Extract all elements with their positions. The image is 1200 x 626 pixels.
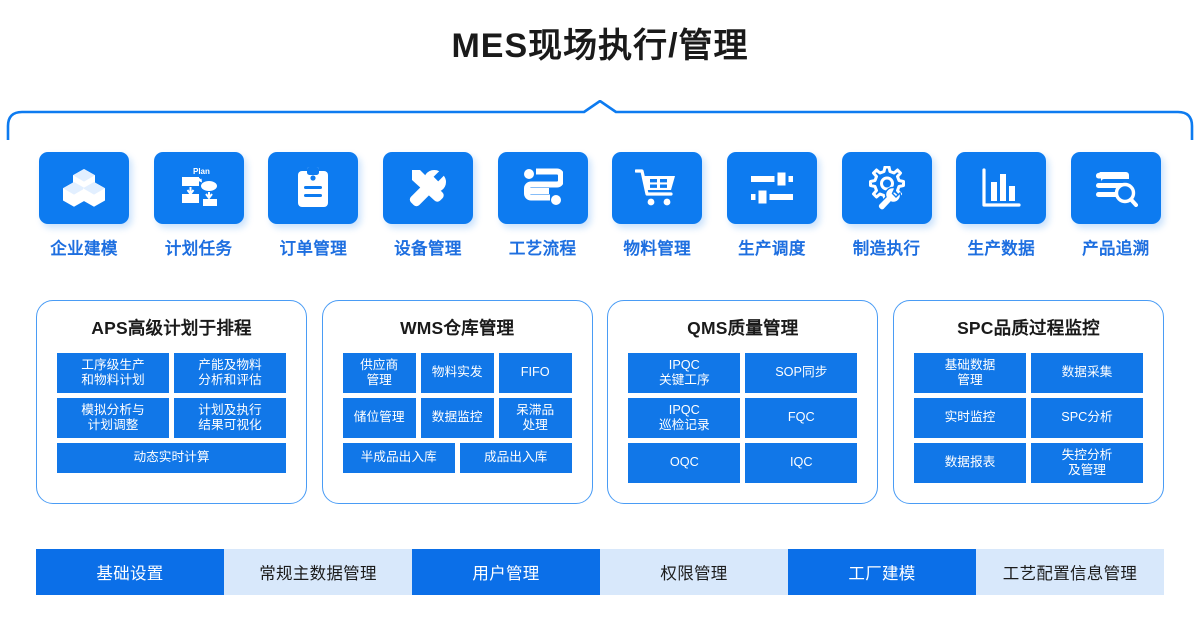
module-label: 制造执行 <box>852 240 921 258</box>
foundation-item-quanxianguanli[interactable]: 权限管理 <box>600 549 788 595</box>
panel-cell[interactable]: 计划及执行 结果可视化 <box>174 398 286 438</box>
module-icon-row: 企业建模 Plan 计划任 <box>36 152 1164 262</box>
module-tile[interactable] <box>268 152 359 224</box>
shopping-cart-icon <box>635 168 679 208</box>
panel-cell[interactable]: 物料实发 <box>420 353 494 393</box>
panel-cell[interactable]: 产能及物料 分析和评估 <box>174 353 286 393</box>
panel-cell[interactable]: SPC分析 <box>1030 398 1143 438</box>
panel-cell[interactable]: 工序级生产 和物料计划 <box>57 353 169 393</box>
panel-cell[interactable]: 数据报表 <box>913 443 1026 483</box>
gear-wrench-icon <box>865 166 909 210</box>
panel-cell[interactable]: 供应商 管理 <box>342 353 416 393</box>
panel-cell[interactable]: FIFO <box>498 353 572 393</box>
svg-text:Plan: Plan <box>193 167 210 176</box>
module-item-chanpinzhuisu[interactable]: 产品追溯 <box>1068 152 1164 262</box>
panel-cell[interactable]: 半成品出入库 <box>342 443 455 473</box>
foundation-item-gongchangjianmo[interactable]: 工厂建模 <box>788 549 976 595</box>
module-tile[interactable] <box>726 152 817 224</box>
module-tile[interactable] <box>612 152 703 224</box>
panel-title: QMS质量管理 <box>687 318 799 338</box>
process-flow-icon <box>523 168 563 208</box>
panel-aps: APS高级计划于排程 工序级生产 和物料计划 产能及物料 分析和评估 模拟分析与… <box>36 300 307 504</box>
panel-title: SPC品质过程监控 <box>957 318 1100 338</box>
panel-cell[interactable]: 基础数据 管理 <box>913 353 1026 393</box>
panel-cell[interactable]: 实时监控 <box>913 398 1026 438</box>
module-label: 生产数据 <box>967 240 1036 258</box>
subsystem-panels: APS高级计划于排程 工序级生产 和物料计划 产能及物料 分析和评估 模拟分析与… <box>36 300 1164 504</box>
foundation-item-jichushezhi[interactable]: 基础设置 <box>36 549 224 595</box>
wrench-screwdriver-icon <box>407 167 449 209</box>
module-item-dingdanguanli[interactable]: 订单管理 <box>265 152 361 262</box>
panel-title: APS高级计划于排程 <box>91 318 252 338</box>
panel-cell[interactable]: OQC <box>628 443 741 483</box>
module-label: 产品追溯 <box>1082 240 1150 258</box>
panel-cell[interactable]: 数据采集 <box>1030 353 1143 393</box>
module-label: 生产调度 <box>738 240 806 258</box>
module-tile[interactable] <box>1070 152 1161 224</box>
panel-cell-grid: 供应商 管理 物料实发 FIFO 储位管理 数据监控 呆滞品 处理 半成品出入库… <box>342 353 572 473</box>
bar-chart-icon <box>981 168 1021 208</box>
panel-cell[interactable]: 成品出入库 <box>459 443 572 473</box>
foundation-bar: 基础设置 常规主数据管理 用户管理 权限管理 工厂建模 工艺配置信息管理 <box>36 549 1164 595</box>
module-tile[interactable] <box>497 152 588 224</box>
panel-spc: SPC品质过程监控 基础数据 管理 数据采集 实时监控 SPC分析 数据报表 失… <box>892 300 1164 504</box>
panel-cell[interactable]: 储位管理 <box>342 398 416 438</box>
bracket-shape <box>6 99 1194 142</box>
plan-flowchart-icon: Plan <box>176 166 222 210</box>
module-label: 订单管理 <box>279 240 348 258</box>
module-label: 设备管理 <box>394 240 462 258</box>
panel-cell[interactable]: 数据监控 <box>420 398 494 438</box>
panel-title: WMS仓库管理 <box>400 318 515 338</box>
foundation-item-yonghuguanli[interactable]: 用户管理 <box>412 549 600 595</box>
module-tile[interactable] <box>382 152 473 224</box>
panel-cell-grid: 工序级生产 和物料计划 产能及物料 分析和评估 模拟分析与 计划调整 计划及执行… <box>57 353 286 473</box>
foundation-item-gongyipeizhi[interactable]: 工艺配置信息管理 <box>976 549 1164 595</box>
module-item-shengchandiaodu[interactable]: 生产调度 <box>724 152 820 262</box>
panel-cell[interactable]: 动态实时计算 <box>57 443 286 473</box>
bracket-connector <box>6 99 1194 142</box>
module-label: 物料管理 <box>623 240 692 258</box>
module-item-shengchanshuju[interactable]: 生产数据 <box>953 152 1049 262</box>
panel-cell-grid: 基础数据 管理 数据采集 实时监控 SPC分析 数据报表 失控分析 及管理 <box>913 353 1143 483</box>
panel-cell[interactable]: FQC <box>745 398 858 438</box>
cubes-3d-icon <box>62 167 106 209</box>
module-label: 企业建模 <box>50 240 118 258</box>
sliders-icon <box>750 170 794 206</box>
module-tile[interactable] <box>956 152 1047 224</box>
module-tile[interactable]: Plan <box>153 152 244 224</box>
panel-cell-grid: IPQC 关键工序 SOP同步 IPQC 巡检记录 FQC OQC IQC <box>628 353 858 483</box>
module-item-shebeiguanli[interactable]: 设备管理 <box>380 152 476 262</box>
page-title: MES现场执行/管理 <box>451 27 749 65</box>
panel-cell[interactable]: IPQC 巡检记录 <box>628 398 741 438</box>
module-item-qiyejianmo[interactable]: 企业建模 <box>36 152 132 262</box>
panel-cell[interactable]: 呆滞品 处理 <box>498 398 572 438</box>
module-label: 计划任务 <box>164 240 233 258</box>
panel-cell[interactable]: 失控分析 及管理 <box>1030 443 1143 483</box>
panel-cell[interactable]: IQC <box>745 443 858 483</box>
panel-cell[interactable]: SOP同步 <box>745 353 858 393</box>
module-tile[interactable] <box>39 152 129 224</box>
panel-cell[interactable]: IPQC 关键工序 <box>628 353 741 393</box>
module-item-wuliaoguanli[interactable]: 物料管理 <box>609 152 705 262</box>
module-item-zhizaozhixing[interactable]: 制造执行 <box>839 152 935 262</box>
panel-cell[interactable]: 模拟分析与 计划调整 <box>57 398 169 438</box>
panel-qms: QMS质量管理 IPQC 关键工序 SOP同步 IPQC 巡检记录 FQC OQ… <box>607 300 879 504</box>
panel-wms: WMS仓库管理 供应商 管理 物料实发 FIFO 储位管理 数据监控 呆滞品 处… <box>321 300 593 504</box>
document-search-icon <box>1094 169 1138 207</box>
module-item-jihuarenwu[interactable]: Plan 计划任务 <box>151 152 247 262</box>
module-item-gongyiliucheng[interactable]: 工艺流程 <box>495 152 591 262</box>
foundation-item-changguizhushuju[interactable]: 常规主数据管理 <box>224 549 412 595</box>
module-label: 工艺流程 <box>508 240 577 258</box>
clipboard-icon <box>296 167 330 209</box>
module-tile[interactable] <box>841 152 932 224</box>
